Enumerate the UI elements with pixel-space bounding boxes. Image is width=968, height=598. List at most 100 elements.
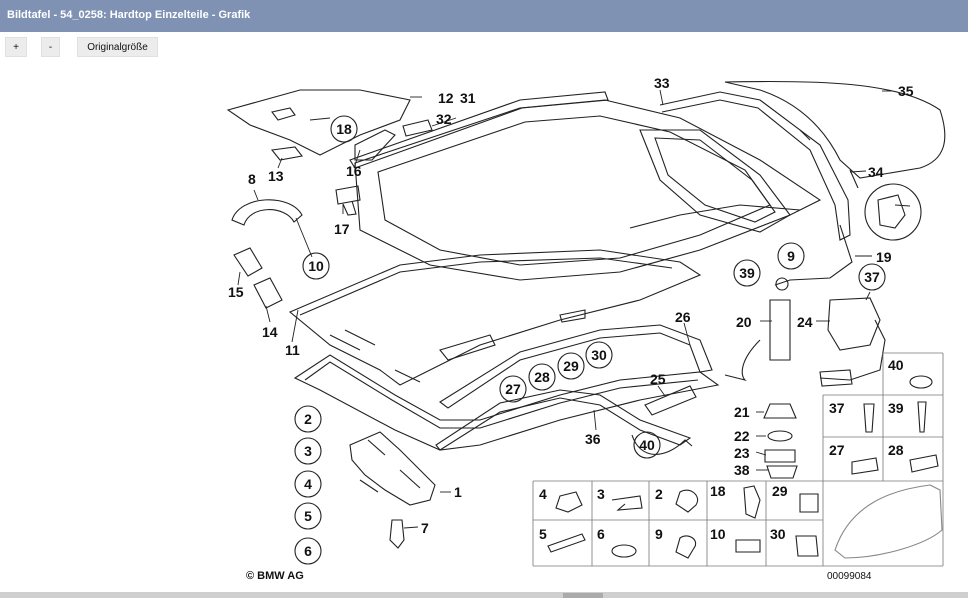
label-8[interactable]: 8 bbox=[248, 171, 256, 187]
label-7[interactable]: 7 bbox=[421, 520, 429, 536]
part-38-nut bbox=[766, 465, 798, 479]
part-22-washer bbox=[767, 430, 793, 442]
headliner bbox=[288, 249, 702, 386]
label-34[interactable]: 34 bbox=[868, 164, 884, 180]
original-size-button[interactable]: Originalgröße bbox=[77, 37, 158, 57]
part-21-nut bbox=[763, 403, 797, 419]
label-4-circle[interactable]: 4 bbox=[304, 476, 312, 492]
grid-label-29[interactable]: 29 bbox=[772, 483, 788, 499]
label-25[interactable]: 25 bbox=[650, 371, 666, 387]
label-32[interactable]: 32 bbox=[436, 111, 452, 127]
part-23-plate bbox=[764, 449, 796, 463]
roof-seal bbox=[293, 354, 720, 451]
label-11[interactable]: 11 bbox=[285, 342, 300, 358]
label-14[interactable]: 14 bbox=[262, 324, 278, 340]
label-3-circle[interactable]: 3 bbox=[304, 443, 312, 459]
label-31[interactable]: 31 bbox=[460, 90, 476, 106]
title-bar: Bildtafel - 54_0258: Hardtop Einzelteile… bbox=[0, 0, 968, 32]
lock-cylinder-20 bbox=[769, 299, 791, 361]
window-title: Bildtafel - 54_0258: Hardtop Einzelteile… bbox=[7, 9, 251, 21]
label-20[interactable]: 20 bbox=[736, 314, 752, 330]
label-39[interactable]: 39 bbox=[739, 265, 755, 281]
part-17-clip bbox=[335, 185, 361, 216]
grid-label-6[interactable]: 6 bbox=[597, 526, 605, 542]
scrollbar-thumb[interactable] bbox=[563, 593, 603, 598]
grid-label-37[interactable]: 37 bbox=[829, 400, 845, 416]
lock-plate bbox=[819, 369, 853, 387]
grid-label-40[interactable]: 40 bbox=[888, 357, 904, 373]
label-28[interactable]: 28 bbox=[534, 369, 550, 385]
label-36[interactable]: 36 bbox=[585, 431, 601, 447]
wire-20 bbox=[724, 339, 761, 382]
cable-19 bbox=[774, 224, 853, 286]
grid-label-5[interactable]: 5 bbox=[539, 526, 547, 542]
visor-detail bbox=[271, 107, 331, 121]
rear-window-35 bbox=[724, 80, 946, 179]
grab-handle bbox=[231, 199, 303, 226]
label-35[interactable]: 35 bbox=[898, 83, 914, 99]
label-30[interactable]: 30 bbox=[591, 347, 607, 363]
grid-label-28[interactable]: 28 bbox=[888, 442, 904, 458]
drawing-number: 00099084 bbox=[827, 571, 872, 582]
horizontal-scrollbar[interactable] bbox=[0, 592, 968, 598]
parts-diagram[interactable]: 12 31 32 18 16 13 8 17 10 15 14 11 33 35… bbox=[0, 62, 968, 592]
label-16[interactable]: 16 bbox=[346, 163, 362, 179]
part-39-knob bbox=[775, 277, 789, 291]
parts-grid bbox=[532, 352, 944, 567]
zoom-out-button[interactable]: - bbox=[41, 37, 60, 57]
label-24[interactable]: 24 bbox=[797, 314, 813, 330]
label-9[interactable]: 9 bbox=[787, 248, 795, 264]
label-22[interactable]: 22 bbox=[734, 428, 750, 444]
label-27[interactable]: 27 bbox=[505, 381, 521, 397]
label-18[interactable]: 18 bbox=[336, 121, 352, 137]
lock-mechanism-24 bbox=[827, 297, 881, 351]
seal-profile bbox=[877, 194, 911, 229]
label-6-circle[interactable]: 6 bbox=[304, 543, 312, 559]
label-21[interactable]: 21 bbox=[734, 404, 750, 420]
visor-panel bbox=[226, 89, 411, 156]
part-25-strip bbox=[644, 385, 697, 416]
label-38[interactable]: 38 bbox=[734, 462, 750, 478]
label-17[interactable]: 17 bbox=[334, 221, 350, 237]
label-2-circle[interactable]: 2 bbox=[304, 411, 312, 427]
part-32-clip bbox=[402, 119, 433, 137]
hardtop-shell bbox=[349, 91, 822, 281]
lower-trim-strip bbox=[435, 389, 692, 451]
leader-lines bbox=[237, 89, 892, 529]
grid-label-30[interactable]: 30 bbox=[770, 526, 786, 542]
label-26[interactable]: 26 bbox=[675, 309, 691, 325]
part-7-bolt bbox=[389, 519, 405, 549]
grid-label-3[interactable]: 3 bbox=[597, 486, 605, 502]
label-23[interactable]: 23 bbox=[734, 445, 750, 461]
grid-label-2[interactable]: 2 bbox=[655, 486, 663, 502]
label-1[interactable]: 1 bbox=[454, 484, 462, 500]
label-13[interactable]: 13 bbox=[268, 168, 284, 184]
part-13-clip bbox=[270, 146, 303, 161]
label-10[interactable]: 10 bbox=[308, 258, 324, 274]
part-40-clip bbox=[631, 434, 693, 455]
lock-rod-24 bbox=[819, 319, 886, 381]
rear-window-frame bbox=[659, 80, 946, 241]
part-15-cap bbox=[233, 247, 263, 277]
label-29[interactable]: 29 bbox=[563, 358, 579, 374]
label-37[interactable]: 37 bbox=[864, 269, 880, 285]
grid-label-10[interactable]: 10 bbox=[710, 526, 726, 542]
seal-detail-circle bbox=[864, 183, 922, 241]
label-15[interactable]: 15 bbox=[228, 284, 244, 300]
copyright-text: © BMW AG bbox=[246, 570, 304, 582]
grid-label-39[interactable]: 39 bbox=[888, 400, 904, 416]
label-40-main[interactable]: 40 bbox=[639, 437, 655, 453]
grid-label-27[interactable]: 27 bbox=[829, 442, 845, 458]
label-19[interactable]: 19 bbox=[876, 249, 892, 265]
zoom-in-button[interactable]: + bbox=[5, 37, 27, 57]
part-16-cover bbox=[354, 129, 396, 161]
grid-label-9[interactable]: 9 bbox=[655, 526, 663, 542]
latch-detail bbox=[359, 439, 421, 493]
grid-label-4[interactable]: 4 bbox=[539, 486, 547, 502]
label-33[interactable]: 33 bbox=[654, 75, 670, 91]
label-12[interactable]: 12 bbox=[438, 90, 454, 106]
label-5-circle[interactable]: 5 bbox=[304, 508, 312, 524]
grid-label-18[interactable]: 18 bbox=[710, 483, 726, 499]
latch-bracket bbox=[349, 431, 436, 506]
side-trim-strip bbox=[439, 324, 713, 409]
